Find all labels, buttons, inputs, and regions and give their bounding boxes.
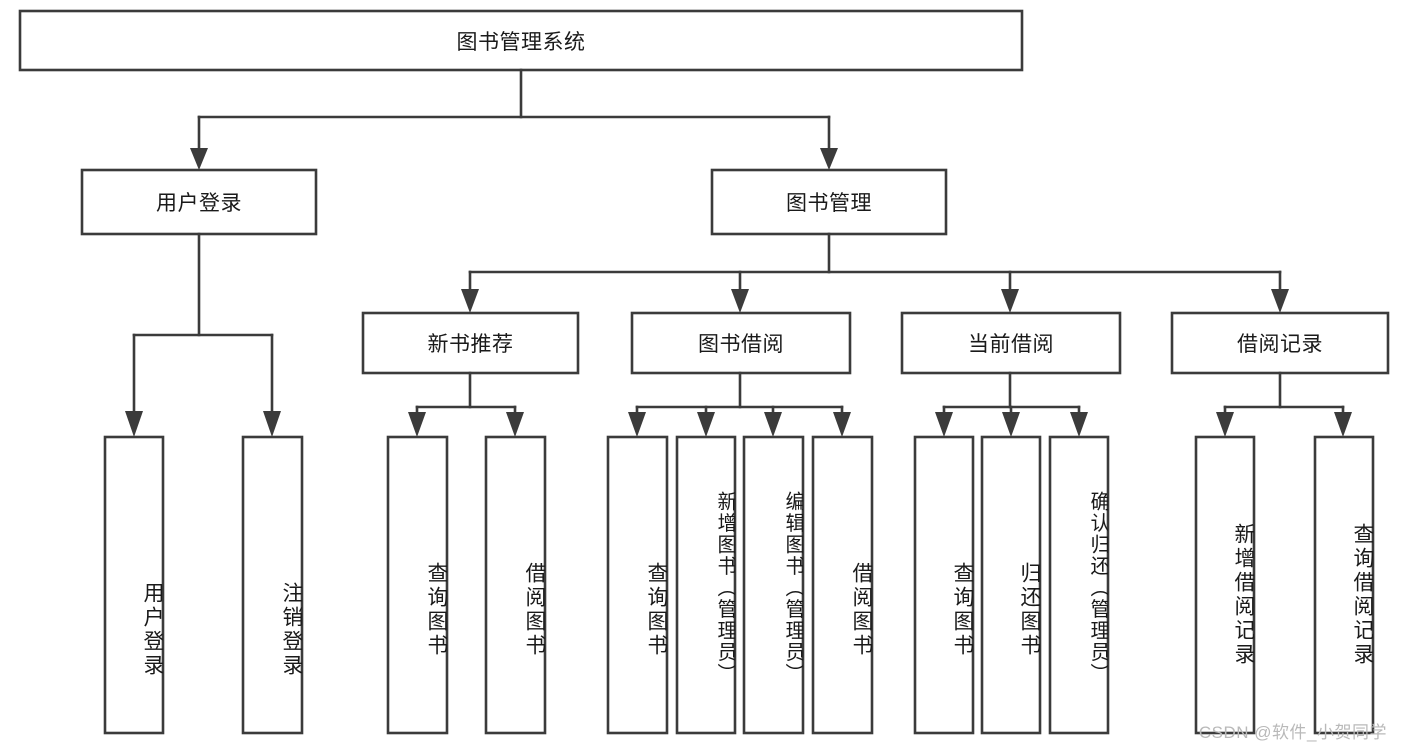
leaf-box-current-borrow-3[interactable]	[1048, 435, 1110, 735]
arrow-head-current-borrow-leaf-2	[1002, 412, 1020, 437]
arrow-head-book-borrow-leaf-4	[833, 412, 851, 437]
arrow-head-current-borrow-leaf-1	[935, 412, 953, 437]
arrow-head-current-borrow-leaf-3	[1070, 412, 1088, 437]
arrow-head-book-manage	[820, 148, 838, 170]
leaf-box-borrow-record-2[interactable]	[1313, 435, 1375, 735]
leaf-box-new-book-2[interactable]	[484, 435, 547, 735]
arrow-head-book-borrow-leaf-3	[764, 412, 782, 437]
node-box-borrow-record[interactable]	[1170, 311, 1390, 375]
node-box-root[interactable]	[18, 9, 1024, 72]
arrow-head-new-book	[461, 289, 479, 313]
leaf-box-user-login-2[interactable]	[241, 435, 304, 735]
arrow-head-user-leaf-1	[125, 411, 143, 437]
arrow-head-user-leaf-2	[263, 411, 281, 437]
leaf-box-current-borrow-1[interactable]	[913, 435, 975, 735]
arrow-head-borrow-record	[1271, 289, 1289, 313]
arrow-head-new-book-leaf-2	[506, 412, 524, 437]
node-box-book-manage[interactable]	[710, 168, 948, 236]
arrow-head-book-borrow-leaf-1	[628, 412, 646, 437]
watermark-text: CSDN @软件_小贺同学	[1198, 723, 1387, 742]
leaf-box-user-login-1[interactable]	[103, 435, 165, 735]
arrow-head-borrow-record-leaf-2	[1334, 412, 1352, 437]
arrow-head-user-login	[190, 148, 208, 170]
arrow-head-new-book-leaf-1	[408, 412, 426, 437]
node-box-book-borrow[interactable]	[630, 311, 852, 375]
leaf-box-borrow-record-1[interactable]	[1194, 435, 1256, 735]
arrow-head-book-borrow-leaf-2	[697, 412, 715, 437]
node-box-user-login[interactable]	[80, 168, 318, 236]
node-box-current-borrow[interactable]	[900, 311, 1122, 375]
leaf-box-book-borrow-2[interactable]	[675, 435, 737, 735]
leaf-box-book-borrow-4[interactable]	[811, 435, 874, 735]
leaf-box-book-borrow-1[interactable]	[606, 435, 669, 735]
leaf-box-new-book-1[interactable]	[386, 435, 449, 735]
leaf-box-current-borrow-2[interactable]	[980, 435, 1042, 735]
leaf-box-book-borrow-3[interactable]	[742, 435, 805, 735]
node-box-new-book-rec[interactable]	[361, 311, 580, 375]
arrow-head-current-borrow	[1001, 289, 1019, 313]
arrow-head-borrow-record-leaf-1	[1216, 412, 1234, 437]
arrow-head-book-borrow	[731, 289, 749, 313]
